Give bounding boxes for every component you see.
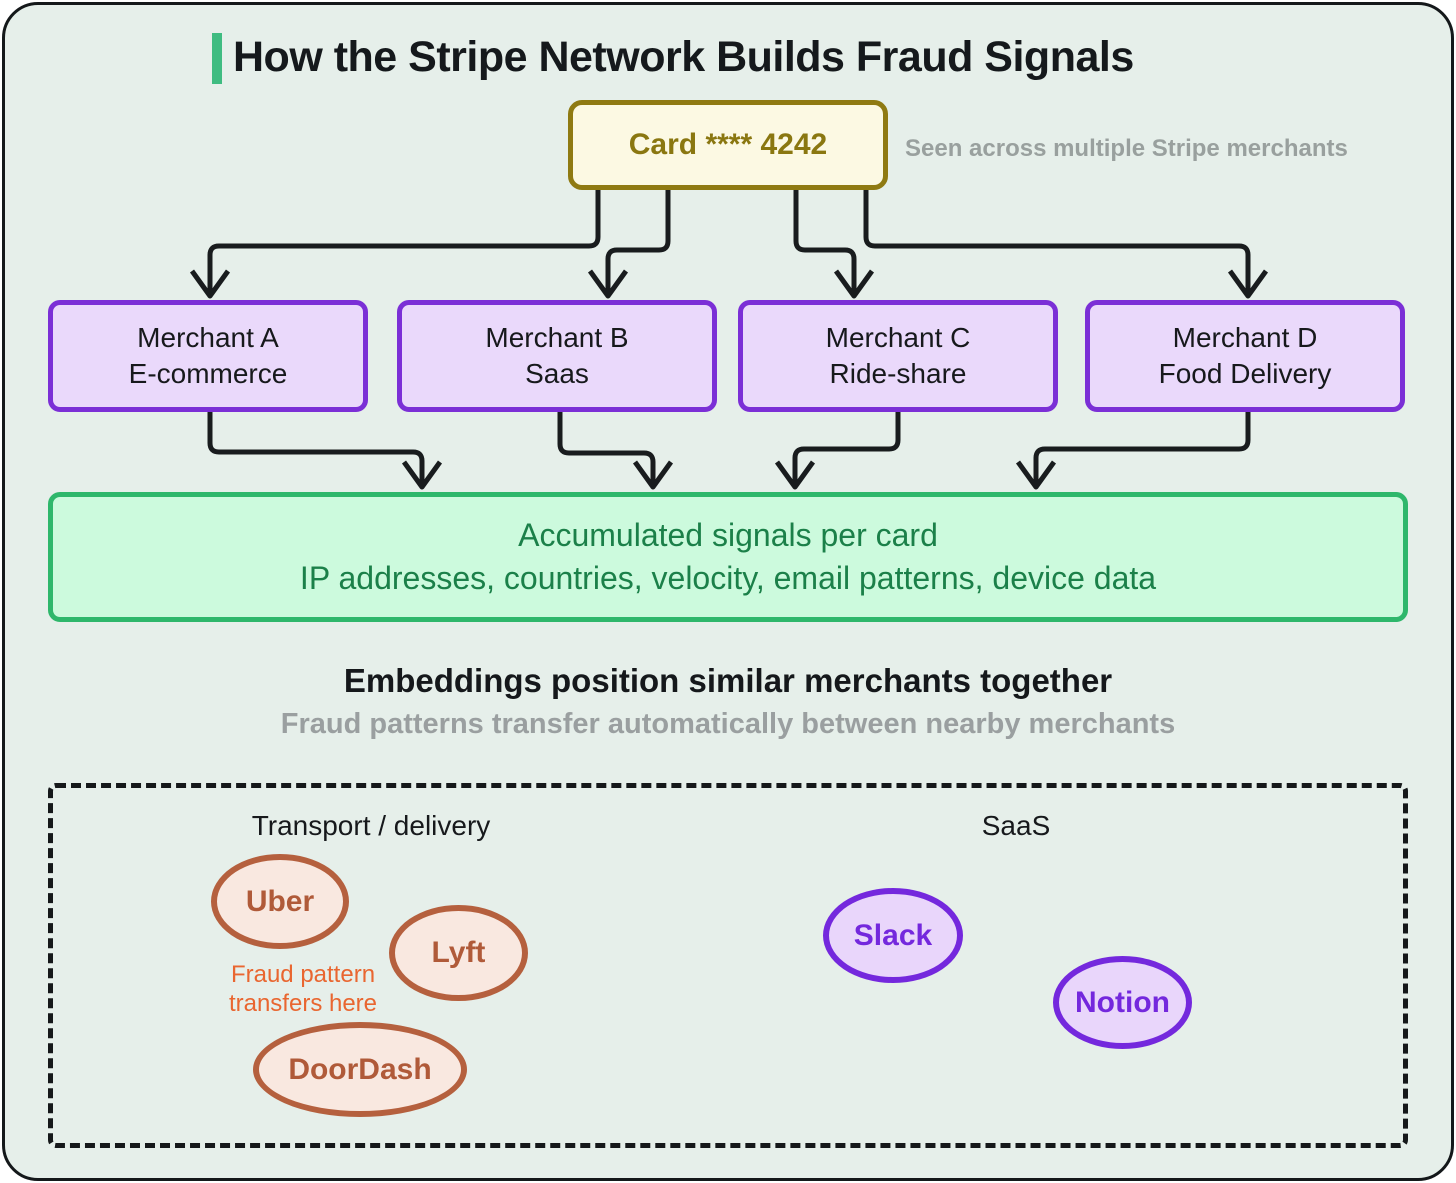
cluster-label-transport: Transport / delivery bbox=[251, 810, 491, 841]
signals-detail: IP addresses, countries, velocity, email… bbox=[299, 560, 1157, 596]
ellipse-label: Lyft bbox=[431, 936, 486, 969]
merchant-ellipse-notion: Notion bbox=[1053, 956, 1192, 1049]
merchant-node-c: Merchant C Ride-share bbox=[738, 300, 1058, 412]
merchant-node-b: Merchant B Saas bbox=[397, 300, 717, 412]
merchant-ellipse-uber: Uber bbox=[211, 854, 349, 949]
ellipse-label: Slack bbox=[853, 918, 933, 952]
merchant-node-d: Merchant D Food Delivery bbox=[1085, 300, 1405, 412]
fraud-transfer-annotation: Fraud pattern transfers here bbox=[228, 961, 378, 1017]
card-node: Card **** 4242 bbox=[568, 100, 888, 190]
merchant-ellipse-slack: Slack bbox=[823, 888, 963, 983]
clusters-panel bbox=[48, 783, 1408, 1148]
signals-title: Accumulated signals per card bbox=[518, 517, 938, 553]
ellipse-label: Notion bbox=[1075, 985, 1170, 1019]
merchant-ellipse-doordash: DoorDash bbox=[253, 1022, 467, 1117]
card-label: Card **** 4242 bbox=[628, 128, 828, 161]
title-accent-bar bbox=[212, 33, 222, 84]
merchant-type: Food Delivery bbox=[1158, 358, 1332, 389]
merchant-type: E-commerce bbox=[128, 358, 288, 389]
merchant-type: Saas bbox=[525, 358, 589, 389]
merchant-name: Merchant B bbox=[485, 322, 629, 353]
merchant-name: Merchant D bbox=[1172, 322, 1318, 353]
merchant-name: Merchant C bbox=[825, 322, 971, 353]
page-title: How the Stripe Network Builds Fraud Sign… bbox=[233, 33, 1134, 81]
merchant-name: Merchant A bbox=[137, 322, 279, 353]
embeddings-heading: Embeddings position similar merchants to… bbox=[343, 662, 1113, 699]
merchant-node-a: Merchant A E-commerce bbox=[48, 300, 368, 412]
ellipse-label: Uber bbox=[245, 884, 315, 918]
merchant-type: Ride-share bbox=[829, 358, 967, 389]
card-note: Seen across multiple Stripe merchants bbox=[905, 135, 1348, 162]
ellipse-label: DoorDash bbox=[288, 1052, 432, 1086]
signals-box: Accumulated signals per card IP addresse… bbox=[48, 492, 1408, 622]
embeddings-subheading: Fraud patterns transfer automatically be… bbox=[280, 708, 1176, 740]
merchant-ellipse-lyft: Lyft bbox=[389, 905, 528, 1001]
cluster-label-saas: SaaS bbox=[981, 810, 1051, 841]
